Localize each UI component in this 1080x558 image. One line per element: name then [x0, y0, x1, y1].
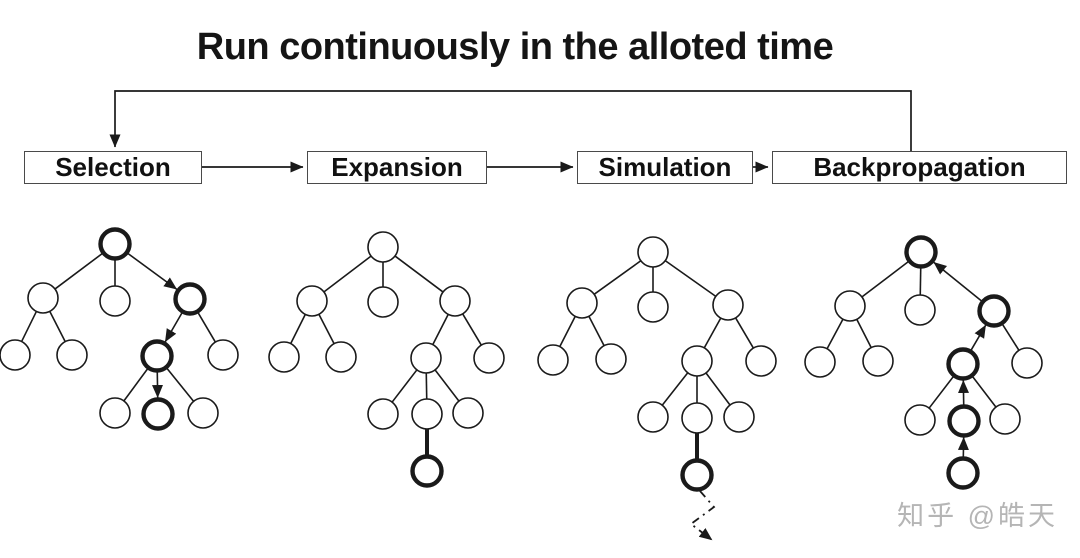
tree-selection	[0, 227, 239, 431]
tree-edge-line	[431, 312, 450, 347]
tree-edge-line	[855, 317, 873, 350]
tree-node-bold	[904, 235, 938, 269]
tree-edge-line	[48, 309, 67, 344]
tree-edge-line	[558, 314, 577, 349]
tree-node	[904, 294, 936, 326]
tree-node	[637, 236, 669, 268]
tree-node	[595, 343, 627, 375]
tree-edge-line	[592, 258, 643, 297]
tree-node	[637, 291, 669, 323]
tree-edge-arrow	[933, 261, 983, 303]
tree-node	[0, 339, 31, 371]
tree-edge-line	[122, 365, 150, 404]
tree-edge-line	[321, 254, 374, 294]
tree-edge-line	[927, 373, 956, 411]
tree-node	[367, 398, 399, 430]
tree-edge-arrow	[126, 252, 178, 290]
tree-node	[566, 287, 598, 319]
tree-edge-arrow	[164, 311, 184, 343]
tree-node	[268, 341, 300, 373]
tree-node	[712, 289, 744, 321]
tree-node-bold	[140, 339, 174, 373]
tree-edge-line	[460, 311, 484, 348]
tree-edge-line	[660, 370, 690, 408]
tree-node-bold	[141, 397, 175, 431]
tree-edge-line	[425, 370, 428, 402]
tree-edge-line	[1000, 321, 1021, 353]
tree-node-bold	[947, 404, 981, 438]
step-label-backpropagation: Backpropagation	[813, 152, 1026, 182]
tree-node-bold	[98, 227, 132, 261]
tree-node	[411, 398, 443, 430]
tree-edge-line	[702, 315, 723, 351]
tree-edge-line	[663, 258, 718, 299]
tree-node	[989, 403, 1021, 435]
tree-node-bold	[410, 454, 444, 488]
tree-node	[27, 282, 59, 314]
tree-node	[56, 339, 88, 371]
tree-edge-line	[317, 312, 336, 346]
tree-edge-line	[52, 251, 106, 291]
tree-node	[296, 285, 328, 317]
tree-node	[1011, 347, 1043, 379]
tree-node	[834, 290, 866, 322]
step-box-selection: Selection	[24, 151, 202, 184]
tree-node	[207, 339, 239, 371]
tree-node	[637, 401, 669, 433]
tree-edge-line	[390, 367, 419, 405]
tree-node	[99, 285, 131, 317]
tree-node-bold	[977, 294, 1011, 328]
tree-edge-line	[392, 254, 446, 294]
tree-edge-line	[919, 264, 922, 298]
tree-node	[187, 397, 219, 429]
tree-node	[367, 231, 399, 263]
tree-edge-line	[825, 317, 845, 351]
tree-node	[745, 345, 777, 377]
tree-simulation	[537, 236, 777, 541]
tree-edge-line	[164, 365, 196, 404]
step-label-expansion: Expansion	[331, 152, 463, 182]
tree-edge-line	[195, 309, 218, 345]
tree-expansion	[268, 231, 505, 488]
tree-edge-line	[970, 373, 998, 410]
tree-edge-line	[20, 309, 38, 344]
tree-node	[537, 344, 569, 376]
step-box-backpropagation: Backpropagation	[772, 151, 1067, 184]
tree-node	[681, 402, 713, 434]
tree-edge-line	[289, 312, 307, 346]
tree-node-bold	[946, 347, 980, 381]
tree-edge-arrow	[969, 324, 987, 352]
tree-edge-line	[733, 315, 756, 351]
tree-node	[804, 346, 836, 378]
tree-node-bold	[946, 456, 980, 490]
step-box-expansion: Expansion	[307, 151, 487, 184]
tree-node	[681, 345, 713, 377]
tree-node	[862, 345, 894, 377]
tree-edge-line	[704, 370, 732, 408]
tree-node	[410, 342, 442, 374]
tree-edge-line	[587, 314, 606, 348]
loop-arrow	[109, 90, 912, 151]
tree-node-bold	[173, 282, 207, 316]
tree-node	[904, 404, 936, 436]
tree-node	[325, 341, 357, 373]
step-box-simulation: Simulation	[577, 151, 753, 184]
step-label-simulation: Simulation	[598, 152, 732, 182]
tree-edge-line	[859, 259, 912, 299]
tree-node	[367, 286, 399, 318]
tree-edge-line	[433, 367, 461, 404]
figure-title: Run continuously in the alloted time	[196, 26, 834, 68]
tree-node	[473, 342, 505, 374]
tree-node	[99, 397, 131, 429]
rollout-arrow	[689, 490, 716, 541]
tree-node	[439, 285, 471, 317]
tree-node	[452, 397, 484, 429]
tree-node-bold	[680, 458, 714, 492]
watermark: 知乎 @皓天	[897, 501, 1058, 531]
tree-node	[723, 401, 755, 433]
step-label-selection: Selection	[55, 152, 171, 182]
tree-backpropagation	[804, 235, 1043, 490]
